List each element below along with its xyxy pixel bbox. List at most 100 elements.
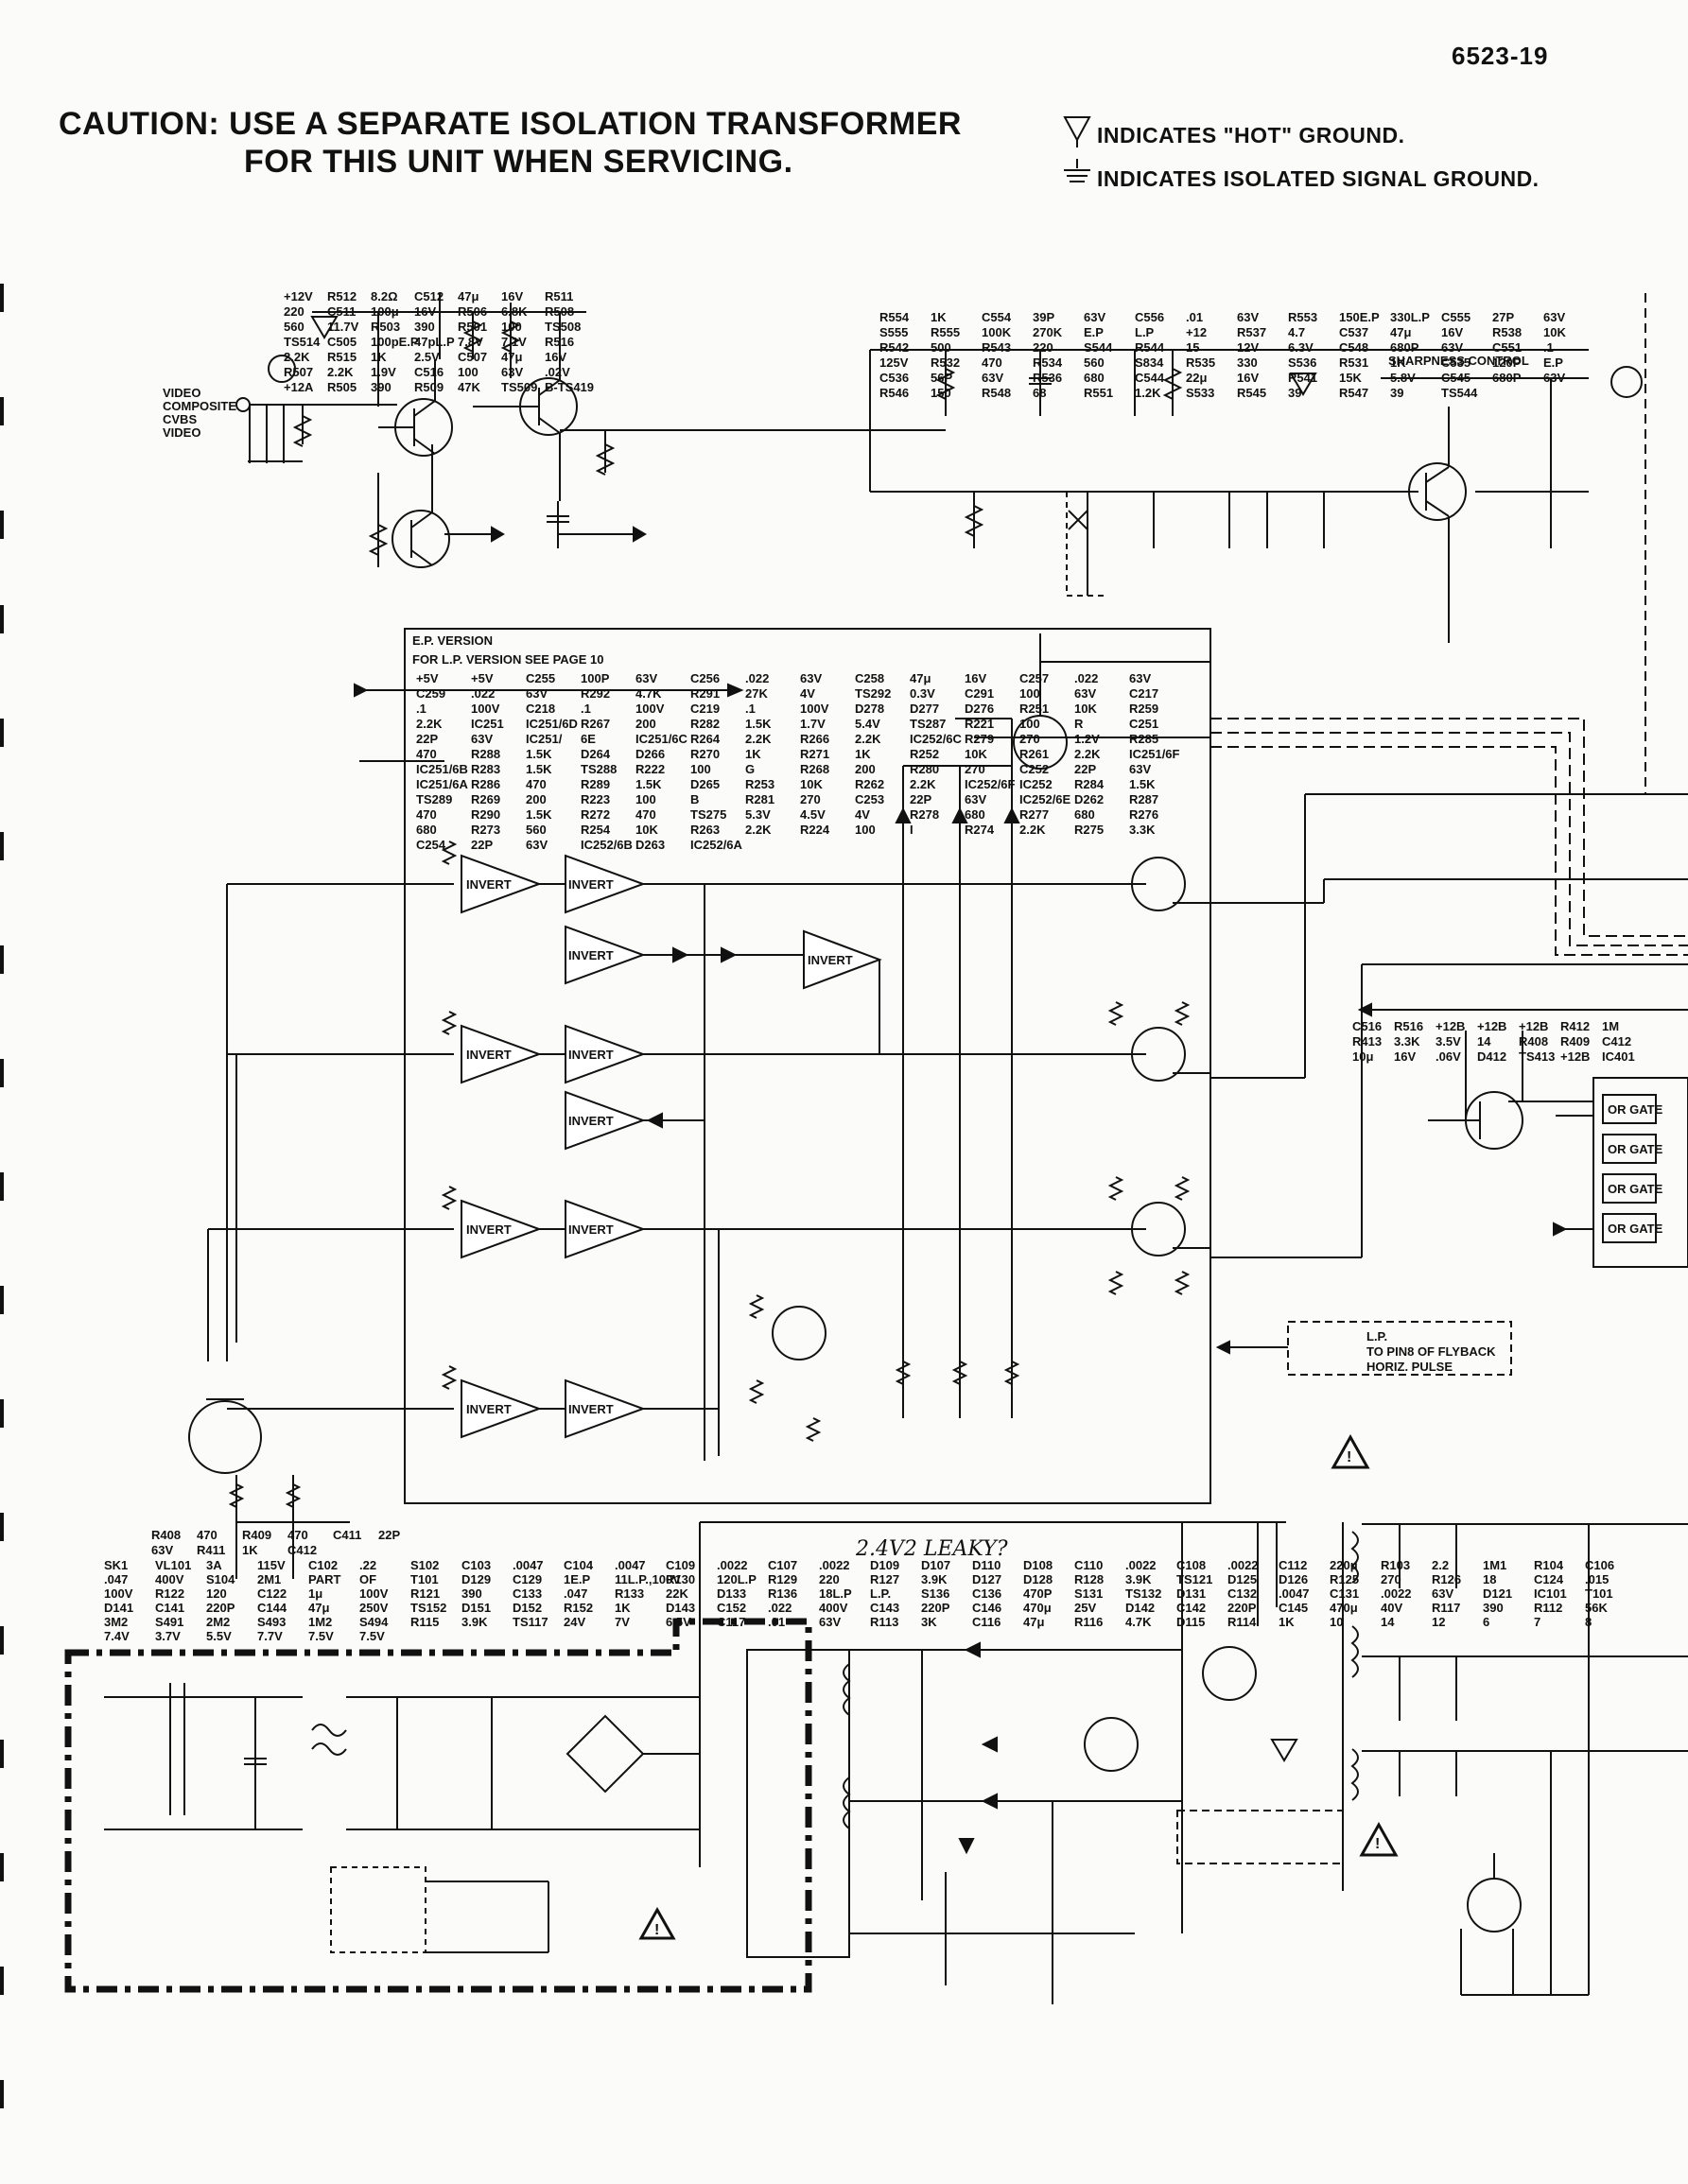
component-label: 39 bbox=[1288, 386, 1301, 400]
component-label: 3.3K bbox=[1394, 1034, 1420, 1049]
component-label: C507 bbox=[458, 350, 487, 364]
component-label: 2.2K bbox=[284, 350, 310, 364]
component-label: 470μ bbox=[1330, 1601, 1358, 1615]
component-label: 220μ bbox=[1330, 1558, 1358, 1572]
component-label: R546 bbox=[879, 386, 909, 400]
component-label: R276 bbox=[1129, 807, 1158, 822]
component-label: 11.7V bbox=[327, 320, 359, 334]
component-label: C103 bbox=[461, 1558, 491, 1572]
component-label: R103 bbox=[1381, 1558, 1410, 1572]
component-label: 8.2Ω bbox=[371, 289, 398, 303]
component-label: 220 bbox=[1033, 340, 1053, 355]
component-label: 270 bbox=[1019, 732, 1040, 746]
component-label: C411 bbox=[333, 1528, 361, 1542]
invert-gate-label: INVERT bbox=[466, 877, 512, 892]
component-label: C257 bbox=[1019, 671, 1049, 685]
component-label: D129 bbox=[461, 1572, 491, 1586]
component-label: .02V bbox=[545, 365, 570, 379]
component-label: 100 bbox=[855, 823, 876, 837]
component-label: D126 bbox=[1279, 1572, 1308, 1586]
component-label: 390 bbox=[414, 320, 435, 334]
component-label: 680 bbox=[965, 807, 985, 822]
component-label: R113 bbox=[870, 1615, 898, 1629]
component-label: C217 bbox=[1129, 686, 1158, 701]
component-label: 7.5V bbox=[308, 1629, 334, 1643]
component-label: IC101 bbox=[1534, 1586, 1567, 1601]
component-label: C122 bbox=[257, 1586, 287, 1601]
component-label: 150E.P bbox=[1339, 310, 1380, 324]
component-label: .0022 bbox=[1381, 1586, 1412, 1601]
component-label: 10K bbox=[635, 823, 658, 837]
component-label: TS509 bbox=[501, 380, 537, 394]
component-label: 1.7V bbox=[800, 717, 826, 731]
component-label: C219 bbox=[690, 702, 720, 716]
component-label: R104 bbox=[1534, 1558, 1564, 1572]
component-label: 680P bbox=[1492, 371, 1522, 385]
component-label: 1M1 bbox=[1483, 1558, 1506, 1572]
component-label: 12V bbox=[1237, 340, 1259, 355]
component-label: 220 bbox=[284, 304, 305, 319]
component-label: R501 bbox=[458, 320, 487, 334]
component-label: E.P bbox=[1543, 355, 1563, 370]
component-label: 1.5K bbox=[745, 717, 772, 731]
component-label: R128 bbox=[1074, 1572, 1104, 1586]
component-label: 15K bbox=[1339, 371, 1362, 385]
component-label: 1M2 bbox=[308, 1615, 332, 1629]
component-label: C112 bbox=[1279, 1558, 1307, 1572]
component-label: 680 bbox=[416, 823, 437, 837]
component-label: 2.2K bbox=[1019, 823, 1046, 837]
component-label: 1.5K bbox=[526, 762, 552, 776]
component-label: .022 bbox=[768, 1601, 792, 1615]
ep-version-title: E.P. VERSION bbox=[412, 633, 493, 648]
or-gate-label: OR GATE bbox=[1608, 1182, 1663, 1196]
component-label: D278 bbox=[855, 702, 884, 716]
component-label: 56K bbox=[1585, 1601, 1608, 1615]
component-label: C412 bbox=[1602, 1034, 1631, 1049]
component-label: R413 bbox=[1352, 1034, 1382, 1049]
component-label: R543 bbox=[982, 340, 1011, 355]
component-label: R282 bbox=[690, 717, 720, 731]
component-label: R287 bbox=[1129, 792, 1158, 806]
component-label: 1.2V bbox=[1074, 732, 1100, 746]
component-label: D264 bbox=[581, 747, 611, 761]
component-label: D142 bbox=[1125, 1601, 1155, 1615]
component-label: 470 bbox=[416, 807, 437, 822]
component-label: 10K bbox=[1543, 325, 1566, 339]
hot-ground-symbol bbox=[1270, 1739, 1298, 1762]
component-label: C152 bbox=[717, 1601, 746, 1615]
component-label: R266 bbox=[800, 732, 829, 746]
component-label: 18 bbox=[1483, 1572, 1496, 1586]
component-label: 63V bbox=[526, 838, 548, 852]
component-label: R267 bbox=[581, 717, 610, 731]
component-label: R136 bbox=[768, 1586, 797, 1601]
component-label: 100K bbox=[982, 325, 1012, 339]
component-label: B-TS419 bbox=[545, 380, 594, 394]
ic101-optocoupler bbox=[1176, 1810, 1344, 1864]
component-label: 63V bbox=[982, 371, 1003, 385]
component-label: TS292 bbox=[855, 686, 891, 701]
component-label: IC252/6F bbox=[965, 777, 1016, 791]
component-label: R112 bbox=[1534, 1601, 1562, 1615]
component-label: 24V bbox=[564, 1615, 585, 1629]
svg-text:!: ! bbox=[654, 1922, 659, 1938]
component-label: .022 bbox=[1074, 671, 1098, 685]
component-label: 7.1V bbox=[501, 335, 527, 349]
component-label: IC252/6A bbox=[690, 838, 743, 852]
component-label: .06V bbox=[1436, 1049, 1461, 1064]
component-label: +12B bbox=[1436, 1019, 1465, 1033]
component-label: R264 bbox=[690, 732, 721, 746]
component-label: R554 bbox=[879, 310, 910, 324]
component-label: R133 bbox=[615, 1586, 644, 1601]
component-label: 200 bbox=[635, 717, 656, 731]
component-label: .0022 bbox=[717, 1558, 748, 1572]
component-label: PART bbox=[308, 1572, 340, 1586]
component-label: D133 bbox=[717, 1586, 746, 1601]
component-label: R126 bbox=[1432, 1572, 1461, 1586]
component-label: T101 bbox=[410, 1572, 439, 1586]
component-label: 270 bbox=[800, 792, 821, 806]
component-label: R286 bbox=[471, 777, 500, 791]
video-input-label-2: COMPOSITE bbox=[163, 399, 236, 413]
component-label: 47μ bbox=[501, 350, 522, 364]
